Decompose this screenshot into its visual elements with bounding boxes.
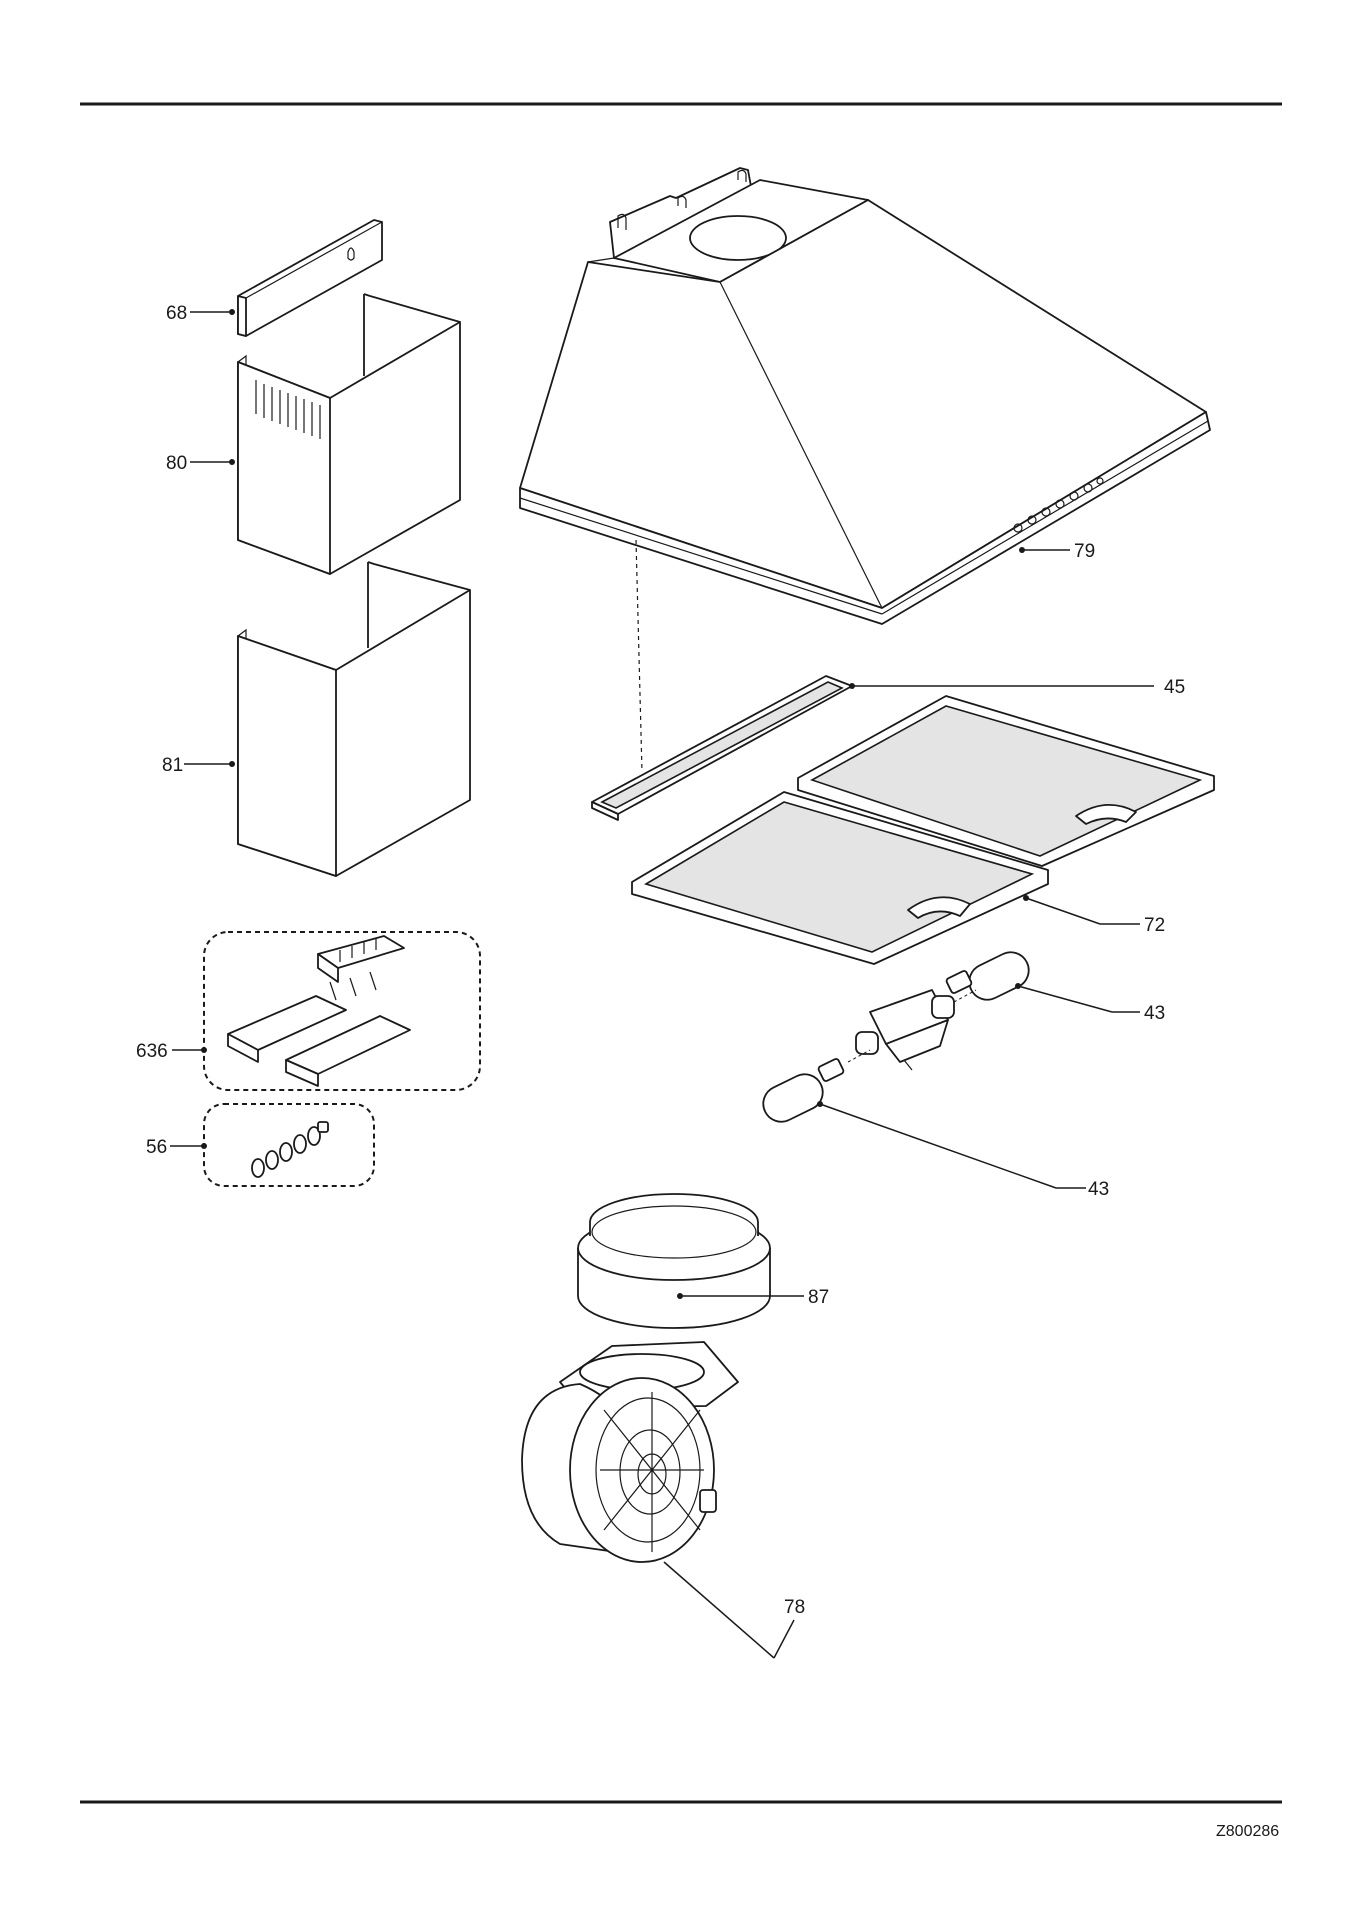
part-87-duct-ring (577, 1193, 771, 1329)
label-79: 79 (1074, 541, 1095, 562)
label-43-upper: 43 (1144, 1003, 1165, 1024)
label-45: 45 (1164, 677, 1185, 698)
part-43-lamp-assembly (762, 951, 1030, 1123)
label-636: 636 (136, 1041, 168, 1062)
label-81: 81 (162, 755, 183, 776)
part-78-motor-fan (521, 1341, 739, 1563)
label-78: 78 (784, 1597, 805, 1618)
part-636-control-box (203, 931, 481, 1091)
part-80-upper-chimney (237, 293, 461, 575)
label-72: 72 (1144, 915, 1165, 936)
label-43-lower: 43 (1088, 1179, 1109, 1200)
part-56-screws (203, 1103, 375, 1187)
label-80: 80 (166, 453, 187, 474)
part-72-grease-filters (631, 695, 1215, 965)
label-68: 68 (166, 303, 187, 324)
drawing-code: Z800286 (1216, 1823, 1279, 1840)
label-87: 87 (808, 1287, 829, 1308)
part-79-hood-body (519, 167, 1211, 773)
leader-lines (170, 309, 1154, 1659)
part-45-light-strip (591, 675, 853, 821)
part-81-lower-chimney (237, 561, 471, 877)
label-56: 56 (146, 1137, 167, 1158)
part-68-bracket (237, 219, 383, 337)
